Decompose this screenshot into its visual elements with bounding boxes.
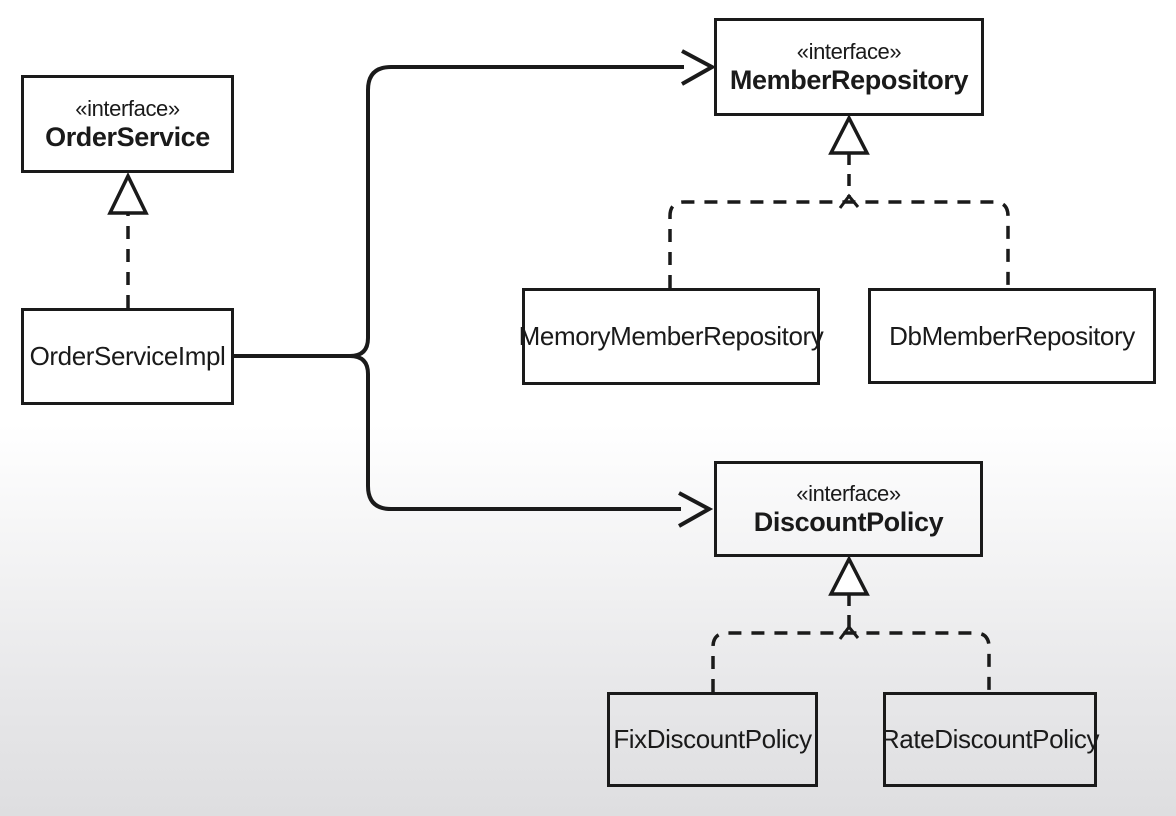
class-box-member-repository: «interface» MemberRepository	[714, 18, 984, 116]
realization-branch-lines	[711, 631, 991, 692]
class-name: RateDiscountPolicy	[880, 724, 1100, 754]
arrowhead-discountpolicy	[678, 491, 714, 528]
class-name: OrderServiceImpl	[29, 341, 226, 371]
class-box-order-service: «interface» OrderService	[21, 75, 234, 173]
arrowhead-memberrepository	[681, 49, 717, 86]
class-box-memory-member-repository: MemoryMemberRepository	[519, 288, 824, 385]
stereotype-label: «interface»	[75, 96, 180, 121]
hollow-triangle-discountpolicy	[828, 555, 870, 596]
class-box-rate-discount-policy: RateDiscountPolicy	[880, 692, 1100, 787]
realization-tree-memberrepository	[668, 114, 1010, 288]
class-name: MemberRepository	[729, 65, 969, 95]
hollow-triangle-memberrepository	[828, 114, 870, 155]
association-line-to-memberrepository	[366, 65, 684, 338]
class-name: DbMemberRepository	[889, 320, 1135, 351]
class-name: MemoryMemberRepository	[518, 321, 824, 351]
class-box-order-service-impl: OrderServiceImpl	[21, 308, 234, 405]
association-line-to-discountpolicy	[366, 374, 681, 511]
association-orderserviceimpl-branch	[234, 49, 717, 528]
association-fillet-down	[349, 354, 370, 375]
association-fillet-up	[349, 337, 370, 358]
class-name: DiscountPolicy	[753, 507, 944, 537]
class-name: OrderService	[45, 122, 210, 152]
class-box-db-member-repository: DbMemberRepository	[868, 288, 1156, 384]
class-box-discount-policy: «interface» DiscountPolicy	[714, 461, 983, 557]
realization-tree-discountpolicy	[711, 555, 991, 692]
stereotype-label: «interface»	[796, 481, 901, 506]
realization-orderserviceimpl-orderservice	[107, 171, 149, 308]
stereotype-label: «interface»	[796, 39, 902, 64]
realization-branch-lines	[668, 200, 1010, 288]
class-name: FixDiscountPolicy	[613, 724, 812, 754]
class-box-fix-discount-policy: FixDiscountPolicy	[607, 692, 818, 787]
